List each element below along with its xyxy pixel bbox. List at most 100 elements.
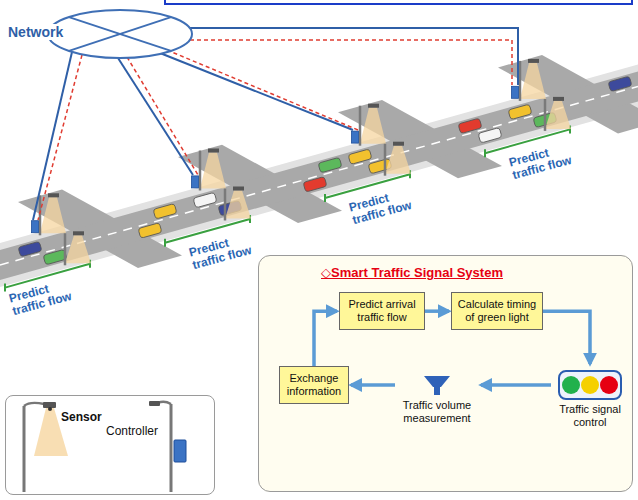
car	[508, 104, 532, 120]
signal-icon	[562, 376, 580, 394]
system-panel: ◇Smart Traffic Signal SystemPredict arri…	[258, 255, 633, 492]
car	[303, 177, 327, 193]
volume-icon	[422, 374, 452, 396]
node-text: Exchange information	[283, 372, 345, 398]
node-heading: Controller	[106, 424, 158, 438]
car	[153, 204, 177, 220]
network-wire	[190, 28, 518, 85]
network-cloud	[48, 10, 192, 58]
flow-label: Predict traffic flow	[346, 184, 420, 228]
controller-box	[512, 86, 519, 98]
volume-icon	[424, 376, 450, 387]
signal-icon	[558, 370, 622, 400]
key-art	[170, 404, 173, 492]
process-box: Predict arrival traffic flow	[339, 292, 425, 330]
flow-label: Predict traffic flow	[186, 229, 260, 273]
network-wire	[127, 57, 198, 175]
car	[43, 249, 67, 265]
controller-box	[32, 86, 519, 232]
street-lamp	[39, 195, 42, 235]
key-box: SensorController	[5, 395, 215, 495]
node-heading: Sensor	[61, 410, 102, 424]
street-lamp	[545, 97, 571, 131]
street-lamp	[360, 108, 386, 144]
car	[138, 223, 162, 239]
street-lamp	[40, 197, 66, 233]
network-wire	[160, 53, 353, 130]
network-wire	[118, 58, 193, 175]
street-lamp	[225, 191, 251, 219]
node-heading: ◇Smart Traffic Signal System	[321, 265, 503, 280]
process-box: Exchange information	[279, 366, 349, 404]
network-label: Network	[6, 24, 65, 40]
street-lamp	[519, 61, 522, 101]
street-lamp	[65, 231, 91, 265]
network-wire	[167, 50, 358, 130]
sensor-node: Traffic volume measurement	[395, 370, 479, 425]
flow-label: Predict traffic flow	[6, 275, 80, 319]
car	[318, 157, 342, 173]
flow-arrow	[425, 309, 449, 313]
flow-arrow	[481, 383, 551, 387]
node-text: Traffic signal control	[551, 403, 629, 429]
street-lamp	[48, 193, 59, 197]
node-text: Calculate timing of green light	[455, 298, 539, 324]
street-lamp	[520, 59, 546, 101]
street-lamp	[528, 59, 539, 63]
key-art	[48, 407, 52, 411]
street-lamp	[368, 104, 379, 108]
signal-icon	[559, 371, 621, 399]
street-lamp	[224, 189, 227, 221]
street-lamp	[200, 153, 226, 189]
flow-arrow	[543, 311, 590, 364]
car	[18, 241, 42, 257]
street-lamp	[544, 99, 547, 131]
network-wire	[190, 40, 512, 85]
car	[458, 118, 482, 134]
flow-arrow	[351, 383, 395, 387]
node-text: Predict arrival traffic flow	[343, 298, 421, 324]
node-text: Traffic volume measurement	[395, 399, 479, 425]
network-cloud	[69, 17, 171, 51]
street-lamp	[360, 104, 386, 146]
controller-box	[32, 221, 39, 233]
street-lamp	[385, 146, 411, 174]
main-road	[0, 71, 638, 280]
street-lamp	[208, 149, 219, 153]
street-lamp	[199, 151, 202, 191]
header-frame	[165, 0, 632, 4]
key-art	[174, 440, 186, 462]
street-lamp	[200, 149, 226, 191]
signal-icon	[600, 376, 618, 394]
key-art	[24, 403, 44, 406]
street-lamp	[65, 235, 91, 263]
street-lamp	[225, 187, 251, 221]
flow-label: Predict traffic flow	[506, 139, 580, 183]
street-lamp	[553, 97, 564, 101]
car	[18, 76, 632, 265]
panel-fill	[258, 255, 633, 492]
network-wire	[33, 52, 72, 220]
flow-arrow	[314, 311, 337, 366]
street-lamp	[385, 142, 411, 176]
key-art	[6, 396, 214, 494]
car	[348, 149, 372, 165]
street-lamp	[393, 142, 404, 146]
signal-icon	[581, 376, 599, 394]
volume-icon	[434, 387, 440, 395]
street-lamp	[384, 144, 387, 176]
street-lamp	[359, 106, 362, 146]
street-lamp	[520, 63, 546, 99]
key-art	[23, 406, 26, 492]
network-cloud	[48, 10, 192, 58]
street-lamp	[233, 187, 244, 191]
controller-box	[352, 131, 359, 143]
network-cloud	[69, 17, 171, 51]
key-art	[149, 401, 160, 406]
car	[193, 192, 217, 208]
street-lamp	[545, 101, 571, 129]
car	[608, 76, 632, 92]
car	[478, 128, 502, 144]
